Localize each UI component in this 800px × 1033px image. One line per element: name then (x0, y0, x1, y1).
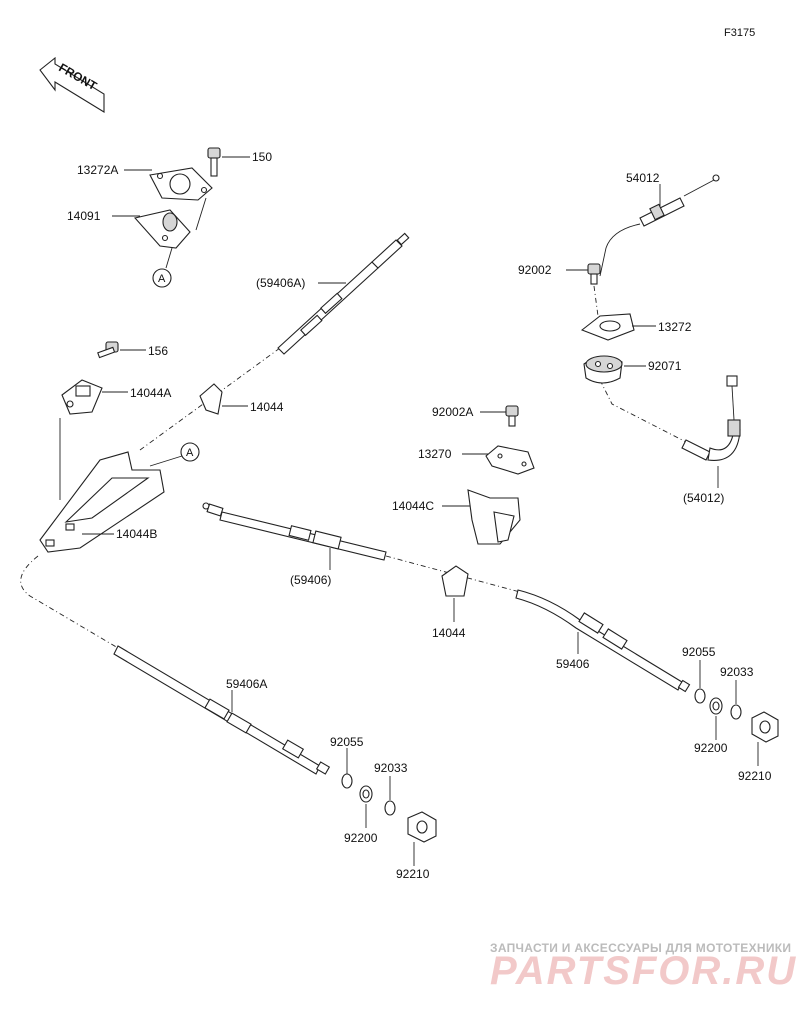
label-92033-left: 92033 (374, 761, 408, 775)
label-59406: 59406 (556, 657, 590, 671)
label-14044a: 14044A (130, 386, 171, 400)
svg-text:A: A (158, 273, 166, 285)
washer-92200-left (359, 785, 373, 803)
label-13272a: 13272A (77, 163, 118, 177)
bolt-92002 (587, 263, 601, 285)
label-92055-right: 92055 (682, 645, 716, 659)
label-54012: 54012 (626, 171, 660, 185)
label-14091: 14091 (67, 209, 101, 223)
label-92200-left: 92200 (344, 831, 378, 845)
boot-14091 (133, 209, 191, 249)
bolt-92002a (505, 405, 519, 427)
svg-text:A: A (186, 447, 194, 459)
gasket-13270 (485, 445, 535, 475)
washer-92200-right (709, 697, 723, 715)
cable-59406-middle (202, 502, 521, 593)
front-arrow-icon: FRONT (39, 56, 105, 113)
cable-59406a-upper (139, 232, 410, 451)
label-92002: 92002 (518, 263, 552, 277)
watermark-tagline: ЗАПЧАСТИ И АКСЕССУАРЫ ДЛЯ МОТОТЕХНИКИ (490, 941, 791, 955)
o-ring-92055-left (341, 773, 353, 789)
gasket-13272a (149, 167, 213, 201)
label-14044-mid: 14044 (432, 626, 466, 640)
bolt-150 (207, 147, 221, 177)
nut-92210-right (751, 711, 779, 743)
clip-14044-middle (441, 565, 469, 597)
watermark-logo: PARTSFOR.RU (490, 949, 797, 993)
clamp-14044a (61, 379, 103, 415)
lockwasher-92033-left (384, 800, 396, 816)
cable-59406a-lower (20, 555, 331, 775)
nut-92210-left (407, 811, 437, 843)
bracket-14044c (467, 489, 521, 545)
label-92055-left: 92055 (330, 735, 364, 749)
clip-14044-top (199, 383, 223, 415)
label-92200-right: 92200 (694, 741, 728, 755)
callout-a-bracket: A (180, 442, 200, 462)
label-92071: 92071 (648, 359, 682, 373)
grommet-92071 (583, 355, 623, 384)
label-59406-paren: (59406) (290, 573, 331, 587)
label-92033-right: 92033 (720, 665, 754, 679)
label-14044b: 14044B (116, 527, 157, 541)
lockwasher-92033-right (730, 704, 742, 720)
bracket-14044b (39, 451, 165, 553)
label-13272: 13272 (658, 320, 692, 334)
label-59406a: 59406A (226, 677, 267, 691)
label-59406a-paren: (59406A) (256, 276, 305, 290)
callout-a-top: A (152, 268, 172, 288)
label-13270: 13270 (418, 447, 452, 461)
label-92210-right: 92210 (738, 769, 772, 783)
plate-13272 (580, 313, 635, 341)
label-14044-top: 14044 (250, 400, 284, 414)
cable-54012 (599, 174, 741, 461)
label-54012-paren: (54012) (683, 491, 724, 505)
label-14044c: 14044C (392, 499, 434, 513)
o-ring-92055-right (694, 688, 706, 704)
bolt-156 (97, 341, 119, 359)
diagram-code: F3175 (724, 27, 755, 39)
label-156: 156 (148, 344, 168, 358)
label-92210-left: 92210 (396, 867, 430, 881)
label-150: 150 (252, 150, 272, 164)
cable-59406-right (515, 589, 691, 693)
label-92002a: 92002A (432, 405, 473, 419)
